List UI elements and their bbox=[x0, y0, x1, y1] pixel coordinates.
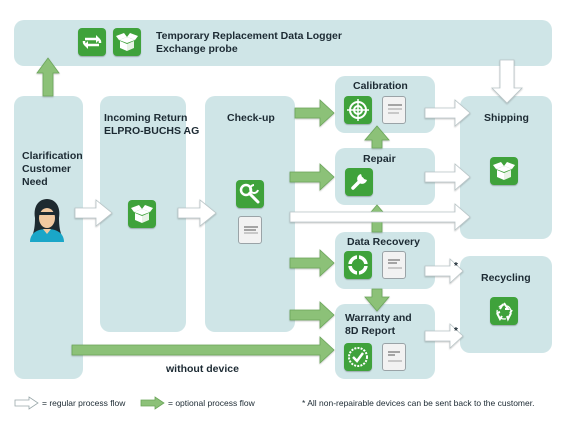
report-document-icon bbox=[238, 216, 262, 244]
legend-regular-arrow bbox=[14, 396, 39, 410]
checkmark-badge-icon bbox=[344, 343, 372, 371]
legend-optional-arrow bbox=[140, 396, 165, 410]
arrow-checkup-to-calibration bbox=[294, 99, 335, 127]
temporary-replacement-title: Temporary Replacement Data Logger Exchan… bbox=[156, 30, 342, 56]
wrench-icon bbox=[345, 168, 373, 196]
exchange-icon bbox=[78, 28, 106, 56]
temporary-replacement-line1: Temporary Replacement Data Logger bbox=[156, 30, 342, 42]
recycling-title: Recycling bbox=[481, 272, 531, 284]
incoming-return-title: Incoming Return ELPRO-BUCHS AG bbox=[104, 112, 199, 138]
asterisk-data-recovery: * bbox=[454, 261, 458, 272]
shipping-box-icon bbox=[490, 157, 518, 185]
arrow-checkup-to-data-recovery bbox=[289, 249, 335, 277]
clarification-line2: Customer bbox=[22, 163, 72, 175]
clarification-line3: Need bbox=[22, 176, 48, 188]
legend-regular-text: = regular process flow bbox=[42, 398, 126, 408]
arrow-clarification-to-temporary bbox=[36, 57, 60, 97]
incoming-return-line2: ELPRO-BUCHS AG bbox=[104, 125, 200, 137]
lifebuoy-icon bbox=[344, 251, 372, 279]
checkup-panel bbox=[205, 96, 295, 332]
arrow-repair-to-shipping bbox=[424, 163, 471, 191]
arrow-temporary-to-shipping bbox=[491, 59, 523, 104]
warranty-document-icon bbox=[382, 343, 406, 371]
search-wrench-icon bbox=[236, 180, 264, 208]
clarification-title: Clarification Customer Need bbox=[22, 150, 83, 189]
asterisk-warranty: * bbox=[454, 326, 458, 337]
person-icon bbox=[30, 199, 64, 242]
arrow-warranty-to-recycling bbox=[424, 323, 464, 349]
arrow-checkup-to-warranty bbox=[289, 301, 335, 329]
incoming-return-line1: Incoming Return bbox=[104, 112, 188, 124]
warranty-title: Warranty and 8D Report bbox=[345, 312, 412, 338]
arrow-customer-to-incoming bbox=[74, 199, 113, 227]
calibration-document-icon bbox=[382, 96, 406, 124]
incoming-box-icon bbox=[128, 200, 156, 228]
legend-footnote: * All non-repairable devices can be sent… bbox=[302, 398, 535, 408]
shipping-title: Shipping bbox=[484, 112, 529, 124]
arrow-checkup-to-shipping bbox=[289, 203, 471, 231]
arrow-without-device bbox=[71, 336, 335, 364]
arrow-data-recovery-to-recycling bbox=[424, 258, 464, 284]
arrow-data-recovery-to-warranty bbox=[364, 288, 390, 312]
calibration-title: Calibration bbox=[353, 80, 408, 92]
clarification-line1: Clarification bbox=[22, 150, 83, 162]
arrow-repair-to-calibration bbox=[364, 125, 390, 149]
data-recovery-document-icon bbox=[382, 251, 406, 279]
repair-title: Repair bbox=[363, 153, 396, 165]
checkup-title: Check-up bbox=[227, 112, 275, 124]
temporary-replacement-line2: Exchange probe bbox=[156, 43, 238, 55]
recycle-icon bbox=[490, 297, 518, 325]
legend-optional-text: = optional process flow bbox=[168, 398, 255, 408]
target-icon bbox=[344, 96, 372, 124]
without-device-label: without device bbox=[166, 363, 239, 375]
box-icon bbox=[113, 28, 141, 56]
arrow-checkup-to-repair bbox=[289, 163, 335, 191]
warranty-line1: Warranty and bbox=[345, 312, 412, 324]
arrow-incoming-to-checkup bbox=[177, 199, 217, 227]
data-recovery-title: Data Recovery bbox=[347, 236, 420, 248]
arrow-calibration-to-shipping bbox=[424, 99, 471, 127]
warranty-line2: 8D Report bbox=[345, 325, 396, 337]
